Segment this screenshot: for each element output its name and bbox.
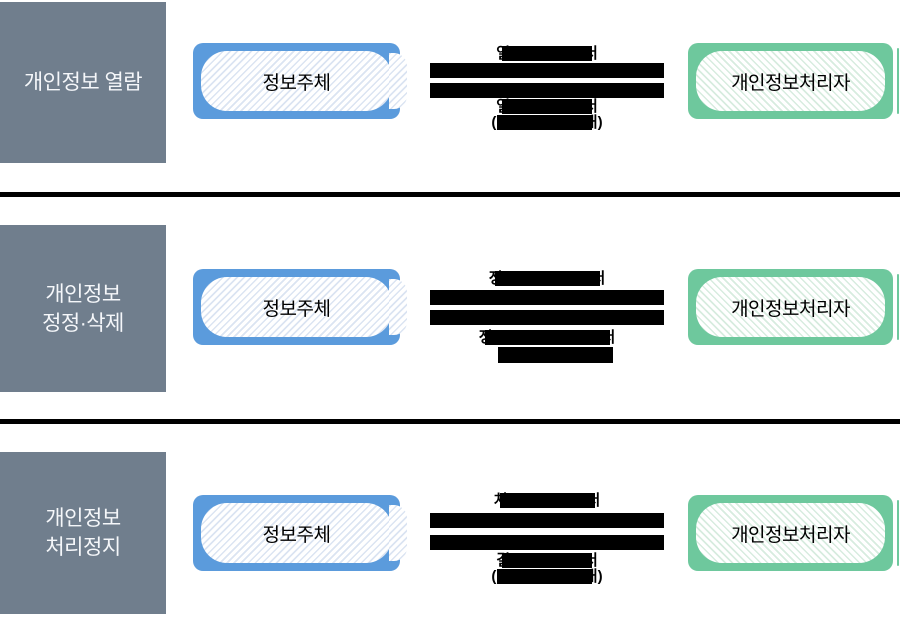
category-text-line2: 정정·삭제 [42, 311, 124, 335]
data-subject-label: 정보주체 [201, 277, 392, 337]
data-subject-box: 정보주체 [193, 269, 407, 345]
response-label-line2: (1내) [430, 569, 664, 585]
row-divider [0, 419, 900, 424]
category-text-line1: 개인정보 [45, 282, 121, 306]
data-subject-label: 정보주체 [201, 51, 392, 111]
data-processor-box: 개인정보처리자 [688, 495, 899, 571]
response-arrow-bar [430, 310, 664, 325]
data-processor-label: 개인정보처리자 [696, 51, 885, 111]
response-doc-label: 정서 [430, 330, 664, 363]
redaction-bar [496, 569, 592, 584]
request-arrow-bar [430, 290, 664, 305]
request-arrow-bar [430, 63, 664, 78]
redaction-bar [502, 99, 592, 114]
data-processor-box: 개인정보처리자 [688, 269, 899, 345]
redaction-bar [502, 553, 592, 568]
category-label-box: 개인정보 처리정지 [0, 452, 166, 614]
row-divider [0, 192, 900, 197]
request-doc-label: 처서 [430, 493, 664, 509]
response-label-line1: 정서 [430, 330, 664, 346]
redaction-bar [502, 46, 592, 61]
response-arrow-bar [430, 83, 664, 98]
data-subject-box: 정보주체 [193, 495, 407, 571]
redaction-bar [494, 271, 600, 286]
redaction-block [497, 347, 613, 363]
data-processor-label: 개인정보처리자 [696, 503, 885, 563]
category-label-box: 개인정보 정정·삭제 [0, 225, 166, 392]
category-text-line1: 개인정보 [45, 507, 121, 530]
redaction-bar [484, 330, 610, 345]
category-text-line1: 개인정보 열람 [23, 71, 143, 94]
data-processor-label: 개인정보처리자 [696, 277, 885, 337]
redaction-bar [496, 115, 592, 130]
request-arrow-bar [430, 513, 664, 528]
response-arrow-bar [430, 535, 664, 550]
response-label-line1: 열서 [430, 99, 664, 115]
request-doc-label: 열서 [430, 46, 664, 62]
response-label-line1: 결서 [430, 553, 664, 569]
category-label-box: 개인정보 열람 [0, 2, 166, 163]
data-processor-box: 개인정보처리자 [688, 43, 899, 119]
response-label-line2: (1내) [430, 115, 664, 131]
category-text-line2: 처리정지 [45, 536, 121, 559]
data-subject-box: 정보주체 [193, 43, 407, 119]
response-doc-label: 열서 (1내) [430, 99, 664, 131]
response-doc-label: 결서 (1내) [430, 553, 664, 585]
redaction-bar [499, 493, 595, 508]
data-subject-label: 정보주체 [201, 503, 392, 563]
request-doc-label: 정서 [430, 271, 664, 287]
